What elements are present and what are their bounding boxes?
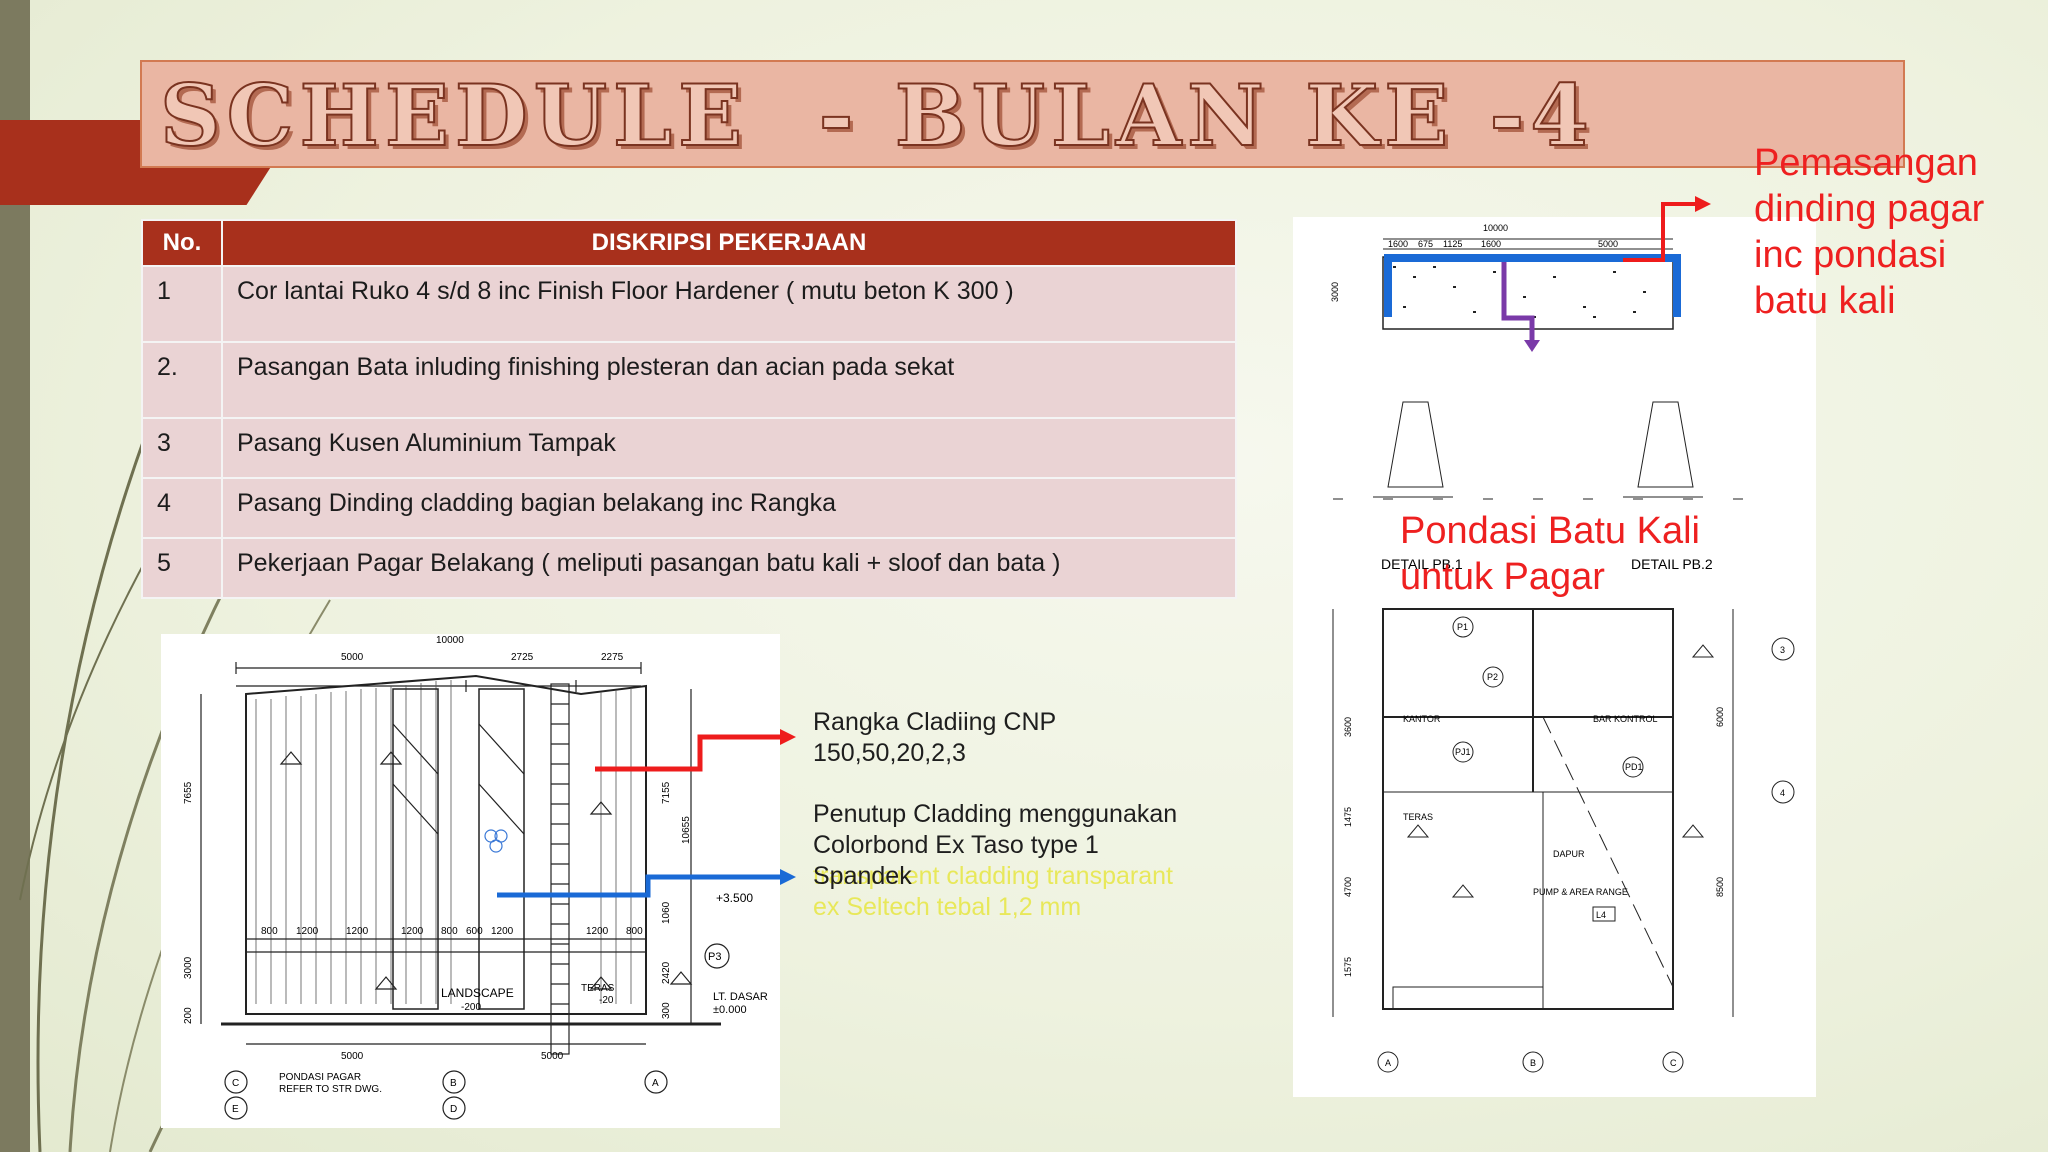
dim-left-2: 3000	[183, 956, 194, 979]
detail-pb2: DETAIL PB.2	[1631, 556, 1713, 572]
room-kantor: KANTOR	[1403, 714, 1441, 724]
row-no: 4	[141, 477, 223, 539]
title-banner: SCHEDULE - BULAN KE -4	[140, 60, 1905, 168]
dim-bot-3: 1200	[346, 926, 369, 937]
plan-dim-5: 5000	[1598, 239, 1618, 249]
tag-pd1: PD1	[1625, 762, 1643, 772]
row-no: 2.	[141, 341, 223, 419]
col-header-desc: DISKRIPSI PEKERJAAN	[221, 219, 1237, 267]
plan-drawing: 10000 1600 675 1125 1600 5000 DETAIL PB.…	[1293, 217, 1816, 1097]
dim-bot-2: 1200	[296, 926, 319, 937]
plan-axis-a: A	[1385, 1058, 1391, 1068]
note-rangka: Rangka Cladiing CNP 150,50,20,2,3	[813, 708, 1056, 767]
plan-dim-2: 675	[1418, 239, 1433, 249]
dim-bot-1: 800	[261, 926, 278, 937]
note-transparent: transparent cladding transparant ex Selt…	[813, 862, 1173, 921]
tag-p2: P2	[1487, 672, 1498, 682]
dim-top-2: 2725	[511, 652, 534, 663]
elevation-drawing: 10000 5000 2725 2275 800 1200 1200 1200 …	[161, 634, 780, 1128]
row-desc: Pasangan Bata inluding finishing plester…	[221, 341, 1237, 419]
slide-title: SCHEDULE - BULAN KE -4	[159, 65, 1595, 166]
tag-pj1: PJ1	[1455, 747, 1471, 757]
dim-right-4: 2420	[661, 961, 672, 984]
plan-axis-4: 4	[1780, 788, 1785, 798]
dim-bot-9: 800	[626, 926, 643, 937]
plan-axis-3: 3	[1780, 645, 1785, 655]
plan-side-5: 1575	[1343, 957, 1353, 977]
dim-right-2: 10655	[681, 816, 692, 844]
dim-right-5: 300	[661, 1002, 672, 1019]
row-desc: Pasang Kusen Aluminium Tampak	[221, 417, 1237, 479]
dim-right-1: 7155	[661, 781, 672, 804]
tag-l4: L4	[1596, 910, 1606, 920]
axis-c: C	[232, 1078, 239, 1089]
dim-bottom-2: 5000	[541, 1051, 564, 1062]
room-pump: PUMP & AREA RANGE	[1533, 887, 1628, 897]
dim-bot-5: 800	[441, 926, 458, 937]
dim-top-1: 5000	[341, 652, 364, 663]
landscape-level: -200	[461, 1002, 481, 1013]
landscape-label: LANDSCAPE	[441, 986, 514, 1000]
row-desc: Pasang Dinding cladding bagian belakang …	[221, 477, 1237, 539]
refer-label: REFER TO STR DWG.	[279, 1084, 382, 1095]
lt-dasar-value: ±0.000	[713, 1004, 747, 1016]
axis-e: E	[232, 1104, 239, 1115]
row-no: 5	[141, 537, 223, 599]
detail-pb1: DETAIL PB.1	[1381, 556, 1463, 572]
dim-left-1: 7655	[183, 781, 194, 804]
dim-bot-8: 1200	[586, 926, 609, 937]
plan-side-2: 3600	[1343, 717, 1353, 737]
axis-d: D	[450, 1104, 457, 1115]
plan-dim-total: 10000	[1483, 223, 1508, 233]
schedule-table: No. DISKRIPSI PEKERJAAN 1 Cor lantai Ruk…	[141, 219, 1237, 599]
plan-dim-1: 1600	[1388, 239, 1408, 249]
note-penutup: Penutup Cladding menggunakan Colorbond E…	[813, 800, 1178, 890]
level-plus: +3.500	[716, 891, 753, 905]
dim-right-3: 1060	[661, 901, 672, 924]
plan-side-1: 3000	[1330, 282, 1340, 302]
col-header-no: No.	[141, 219, 223, 267]
plan-right-1: 6000	[1715, 707, 1725, 727]
room-dapur: DAPUR	[1553, 849, 1585, 859]
plan-axis-c: C	[1670, 1058, 1677, 1068]
dim-bot-6: 600	[466, 926, 483, 937]
tag-p1: P1	[1457, 622, 1468, 632]
plan-side-4: 4700	[1343, 877, 1353, 897]
axis-a: A	[652, 1078, 659, 1089]
dim-bot-7: 1200	[491, 926, 514, 937]
dim-top-3: 2275	[601, 652, 624, 663]
p3-tag: P3	[708, 951, 721, 963]
row-desc: Cor lantai Ruko 4 s/d 8 inc Finish Floor…	[221, 265, 1237, 343]
row-desc: Pekerjaan Pagar Belakang ( meliputi pasa…	[221, 537, 1237, 599]
plan-right-2: 8500	[1715, 877, 1725, 897]
teras-label: TERAS	[581, 983, 615, 994]
dim-left-3: 200	[183, 1007, 194, 1024]
plan-axis-b: B	[1530, 1058, 1536, 1068]
row-no: 1	[141, 265, 223, 343]
lt-dasar-label: LT. DASAR	[713, 991, 768, 1003]
row-no: 3	[141, 417, 223, 479]
note-pondasi: Pondasi Batu Kali untuk Pagar	[1400, 510, 1700, 598]
dim-top-total: 10000	[436, 635, 464, 646]
room-bar: BAR KONTROL	[1593, 714, 1658, 724]
dim-bot-4: 1200	[401, 926, 424, 937]
plan-side-3: 1475	[1343, 807, 1353, 827]
dim-bottom-1: 5000	[341, 1051, 364, 1062]
pondasi-pagar-label: PONDASI PAGAR	[279, 1072, 361, 1083]
axis-b: B	[450, 1078, 457, 1089]
plan-dim-4: 1600	[1481, 239, 1501, 249]
plan-dim-3: 1125	[1443, 239, 1462, 249]
note-pemasangan: Pemasangan dinding pagar inc pondasi bat…	[1754, 142, 1985, 322]
room-teras: TERAS	[1403, 812, 1433, 822]
teras-level: -20	[599, 995, 614, 1006]
